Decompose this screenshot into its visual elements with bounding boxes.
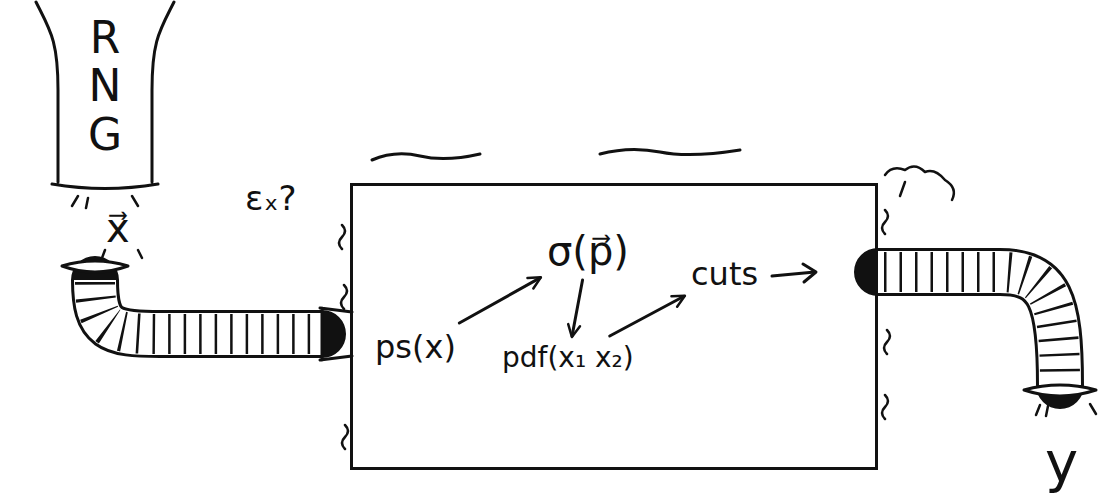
- hose-outline: [95, 280, 322, 334]
- process-step: σ(p⃗): [543, 225, 633, 277]
- process-step: pdf(x₁ x₂): [498, 339, 638, 378]
- vector-label: x⃗: [106, 206, 130, 250]
- process-box: ps(x)σ(p⃗)pdf(x₁ x₂)cutsεₓ?: [350, 183, 878, 470]
- hose-mouth: [1024, 385, 1096, 396]
- rng-label: R N G: [83, 14, 127, 159]
- exit-arrowhead: [803, 264, 816, 282]
- output-marks: [1036, 404, 1096, 416]
- exit-arrow: [772, 272, 815, 276]
- flow-arrow: [459, 278, 540, 323]
- flow-arrow: [572, 280, 582, 336]
- process-step: ps(x): [371, 326, 460, 369]
- step-label: σ(p⃗): [547, 229, 629, 273]
- process-step: cuts: [687, 253, 762, 296]
- scribble: [885, 166, 954, 200]
- rng-funnel: R N G: [30, 0, 180, 195]
- step-label: ps(x): [375, 330, 456, 365]
- hose-outline: [878, 272, 1060, 385]
- hose-ribs: [884, 272, 1060, 382]
- funnel-path: [36, 2, 174, 189]
- hose-ribs: [95, 282, 318, 334]
- box-note: εₓ?: [245, 180, 297, 217]
- hose-flange: [320, 308, 352, 360]
- hose-fill: [878, 272, 1060, 385]
- flow-arrow: [610, 296, 684, 336]
- wavy-mark: [372, 154, 480, 160]
- output-label: y: [1045, 431, 1078, 493]
- wavy-mark: [600, 149, 740, 154]
- step-label: cuts: [691, 257, 758, 292]
- hose-fill: [95, 280, 322, 334]
- rng-marks: [72, 196, 142, 258]
- edge-squiggle: [339, 210, 890, 449]
- step-label: pdf(x₁ x₂): [502, 343, 634, 374]
- hose-mouth: [62, 261, 128, 272]
